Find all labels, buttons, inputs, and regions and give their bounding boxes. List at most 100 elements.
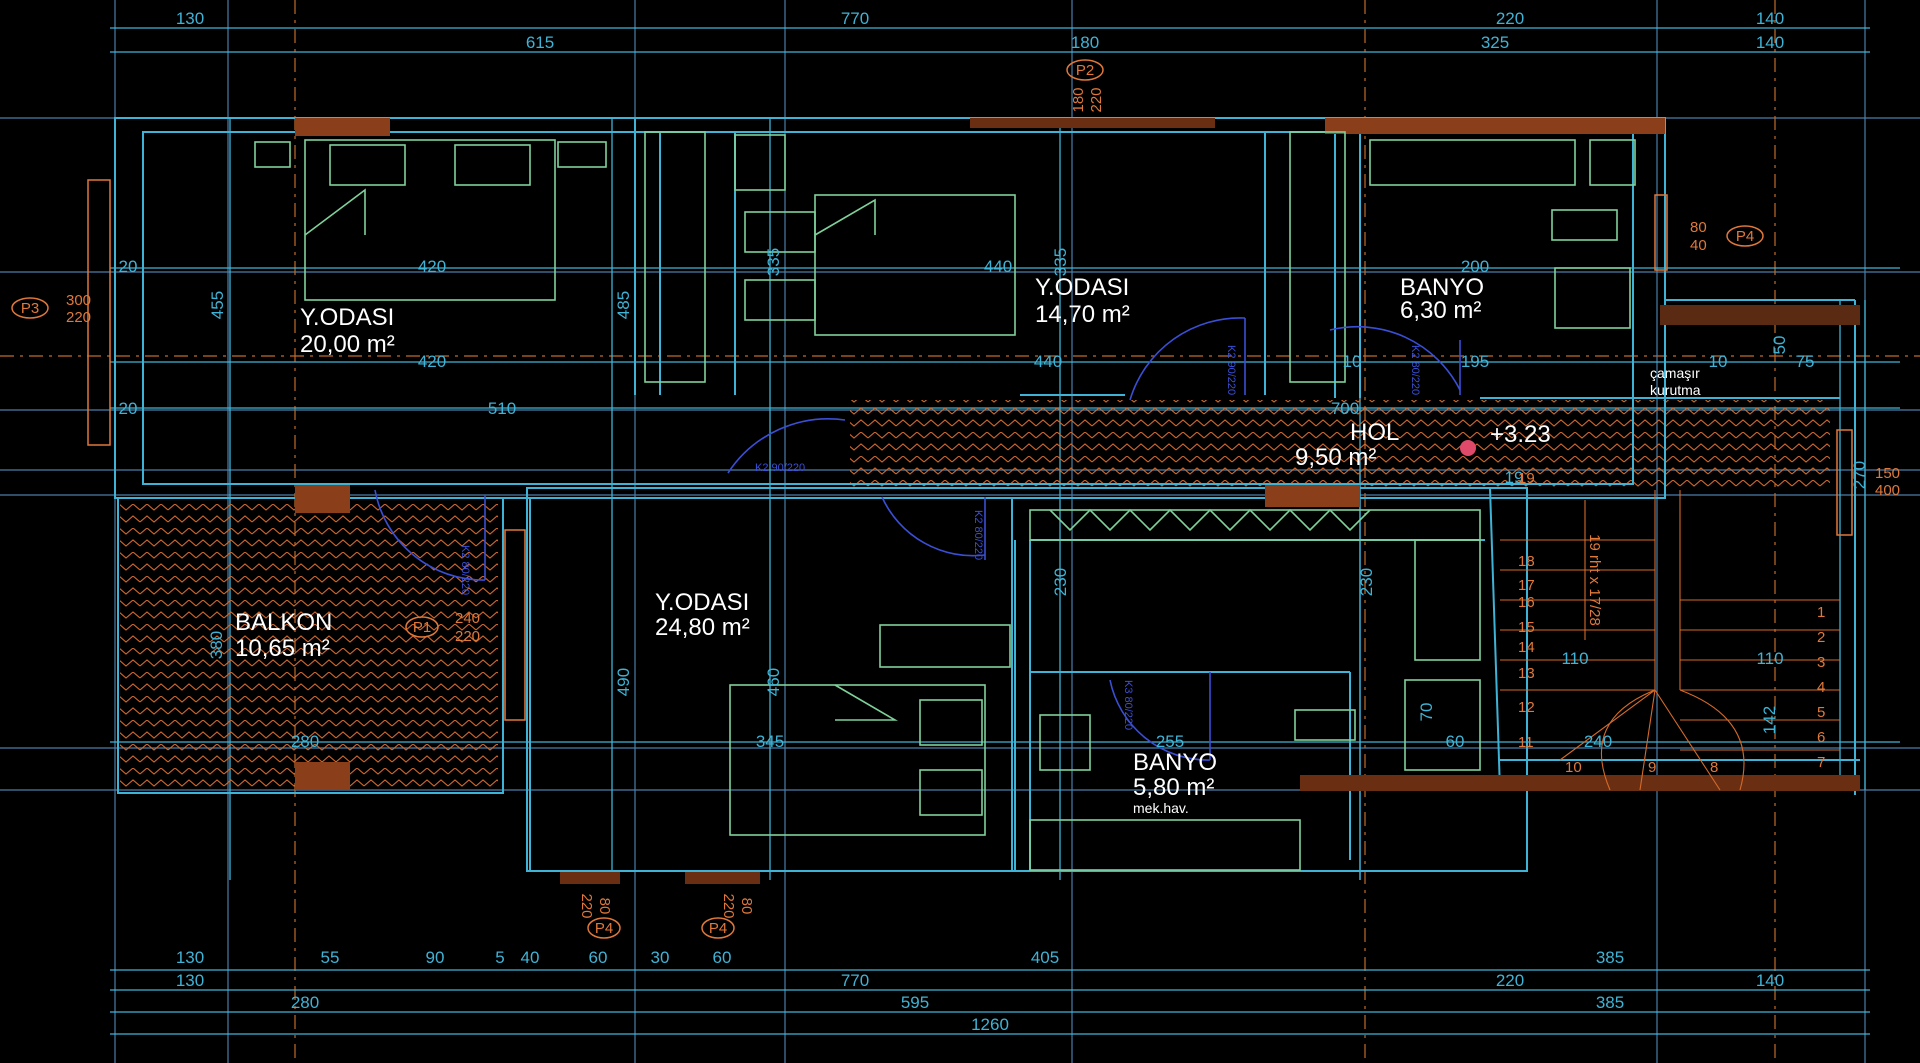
dim-50: 50 (1770, 336, 1789, 355)
dim-top-3: 220 (1496, 9, 1524, 28)
dim-230a: 230 (1051, 568, 1070, 596)
dim-335a: 335 (764, 248, 783, 276)
hall-hatch (850, 400, 1830, 490)
step-15: 15 (1518, 619, 1535, 636)
wardrobe-2 (1289, 131, 1346, 383)
p1-tag: P1 (413, 619, 431, 636)
dim-bot-3: 90 (426, 948, 445, 967)
laundry-line2: kurutma (1650, 382, 1701, 398)
step-4: 4 (1817, 679, 1825, 696)
dim-700: 700 (1331, 399, 1359, 418)
step-6: 6 (1817, 729, 1825, 746)
dim-20b: 20 (119, 399, 138, 418)
balcony-area: 10,65 m² (235, 635, 330, 662)
dim-460: 460 (764, 668, 783, 696)
dim-bot-1: 130 (176, 948, 204, 967)
p4a-h: 40 (1690, 237, 1707, 254)
dim-bot-5: 40 (521, 948, 540, 967)
door-k2d: K2 90/220 (1225, 345, 1237, 395)
p2-tag: P2 (1076, 62, 1094, 79)
door-k3: K3 80/220 (1122, 680, 1134, 730)
dim-420b: 420 (418, 352, 446, 371)
dim-200: 200 (1461, 257, 1489, 276)
step-1: 1 (1817, 604, 1825, 621)
dim-75: 75 (1796, 352, 1815, 371)
dim-420a: 420 (418, 257, 446, 276)
p4a-w: 80 (1690, 219, 1707, 236)
step-14: 14 (1518, 639, 1535, 656)
dim-335b: 335 (1051, 248, 1070, 276)
dim-bot-9: 405 (1031, 948, 1059, 967)
bath-1-name: BANYO (1400, 274, 1484, 301)
bath-2-area: 5,80 m² (1133, 774, 1214, 801)
dim-bot-8: 60 (713, 948, 732, 967)
level-marker (1460, 440, 1476, 456)
p1-w: 240 (455, 610, 480, 627)
dim-bot-13: 220 (1496, 971, 1524, 990)
dim-455: 455 (208, 291, 227, 319)
step-2: 2 (1817, 629, 1825, 646)
dim-440a: 440 (984, 257, 1012, 276)
dim-bot-4: 5 (495, 948, 504, 967)
dim-top-4: 140 (1756, 9, 1784, 28)
dim-20a: 20 (119, 257, 138, 276)
opening-p3: P3 300 220 (11, 292, 91, 326)
door-k2e: K2 80/220 (1409, 345, 1421, 395)
dim-bot-2: 55 (321, 948, 340, 967)
p4c-tag: P4 (709, 920, 727, 937)
dim-440b: 440 (1034, 352, 1062, 371)
dim-345: 345 (756, 732, 784, 751)
door-k2c: K2 80/220 (972, 510, 984, 560)
door-k2b: K2 80/220 (459, 545, 471, 595)
p2-h: 220 (1088, 87, 1105, 112)
opening-p2: P2 180 220 (1066, 59, 1105, 113)
step-8: 8 (1710, 759, 1718, 776)
dim-bot-17: 385 (1596, 993, 1624, 1012)
dim-top-1: 130 (176, 9, 204, 28)
room-1-area: 20,00 m² (300, 331, 395, 358)
p4a-tag: P4 (1736, 228, 1754, 245)
dim-142: 142 (1760, 706, 1779, 734)
opening-p4a: P4 80 40 (1690, 219, 1764, 254)
dim-bot-6: 60 (589, 948, 608, 967)
p3-tag: P3 (21, 300, 39, 317)
bath-2-note: mek.hav. (1133, 800, 1189, 816)
step-18: 18 (1518, 553, 1535, 570)
dim-10a: 10 (1709, 352, 1728, 371)
dim-110b: 110 (1756, 649, 1783, 668)
p1-h: 220 (455, 628, 480, 645)
step-10: 10 (1565, 759, 1582, 776)
dim-bot-15: 280 (291, 993, 319, 1012)
door-k2a: K2 90/220 (755, 462, 805, 474)
furniture (254, 131, 1636, 871)
dim-270: 270 (1850, 461, 1869, 489)
room-2-area: 14,70 m² (1035, 301, 1130, 328)
opening-p1: P1 240 220 (405, 610, 480, 645)
hall-level: +3.23 (1490, 421, 1551, 448)
dim-110a: 110 (1561, 649, 1588, 668)
hall-name: HOL (1350, 419, 1399, 446)
dim-19: 19 (1505, 468, 1524, 487)
p4c-h: 220 (720, 893, 737, 918)
dim-bot-10: 385 (1596, 948, 1624, 967)
hall-area: 9,50 m² (1295, 444, 1376, 471)
dim-255: 255 (1156, 732, 1184, 751)
step-17: 17 (1518, 577, 1535, 594)
dim-60: 60 (1446, 732, 1465, 751)
p3-h: 220 (66, 309, 91, 326)
stair-label: 19 rht x 17/28 (1586, 534, 1603, 626)
dim-380: 380 (207, 631, 226, 659)
dim-485: 485 (614, 291, 633, 319)
dim-top-2: 770 (841, 9, 869, 28)
step-13: 13 (1518, 665, 1535, 682)
dim-bot-7: 30 (651, 948, 670, 967)
dim-bot-total: 1260 (971, 1015, 1009, 1034)
dim-70: 70 (1417, 703, 1436, 722)
step-3: 3 (1817, 654, 1825, 671)
p4b-h: 220 (578, 893, 595, 918)
p3-w: 300 (66, 292, 91, 309)
dim-490: 490 (614, 668, 633, 696)
dim-280: 280 (291, 732, 319, 751)
bath-2-name: BANYO (1133, 749, 1217, 776)
